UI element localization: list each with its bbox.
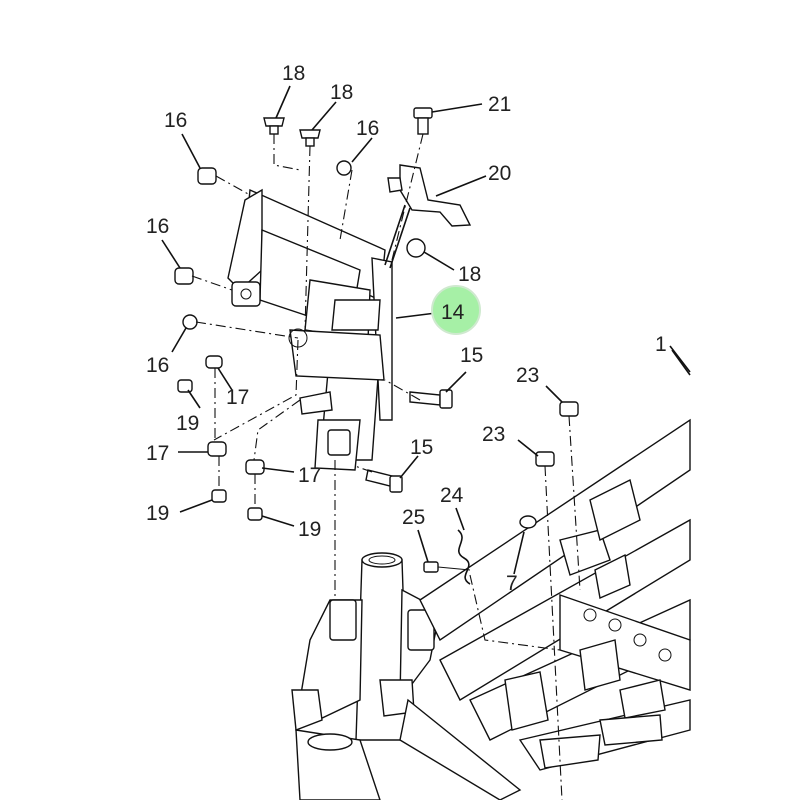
- callout-labels: 18 18 21 16 16 20 16 18 14 1 15 16 23 17…: [146, 62, 667, 595]
- callout-25: 25: [402, 506, 425, 529]
- callout-18-top: 18: [330, 81, 353, 104]
- callout-18-right: 18: [458, 263, 481, 286]
- callout-1: 1: [655, 333, 667, 356]
- callout-16-left: 16: [146, 215, 169, 238]
- callout-17-left: 17: [146, 442, 169, 465]
- callout-21: 21: [488, 93, 511, 116]
- callout-19-left: 19: [146, 502, 169, 525]
- callout-16-upper-mid: 16: [356, 117, 379, 140]
- callout-23-lower: 23: [482, 423, 505, 446]
- callout-16-upper-left: 16: [164, 109, 187, 132]
- callout-20: 20: [488, 162, 511, 185]
- highlight-marker: [431, 285, 481, 335]
- callout-15-lower: 15: [410, 436, 433, 459]
- callout-16-lower-left: 16: [146, 354, 169, 377]
- callout-24: 24: [440, 484, 464, 507]
- callout-17-mid: 17: [298, 464, 321, 487]
- callout-19-upper: 19: [176, 412, 199, 435]
- callout-17-upper: 17: [226, 386, 249, 409]
- front-bracket-assembly: [227, 164, 472, 471]
- callout-23-upper: 23: [516, 364, 539, 387]
- callout-19-mid: 19: [298, 518, 321, 541]
- hardware: [174, 107, 579, 585]
- callout-14: 14: [441, 301, 465, 324]
- callout-15-upper: 15: [460, 344, 483, 367]
- main-frame: [291, 349, 691, 800]
- callout-18-top-left: 18: [282, 62, 305, 85]
- assembly-lines: [191, 133, 581, 800]
- callout-7: 7: [506, 572, 518, 595]
